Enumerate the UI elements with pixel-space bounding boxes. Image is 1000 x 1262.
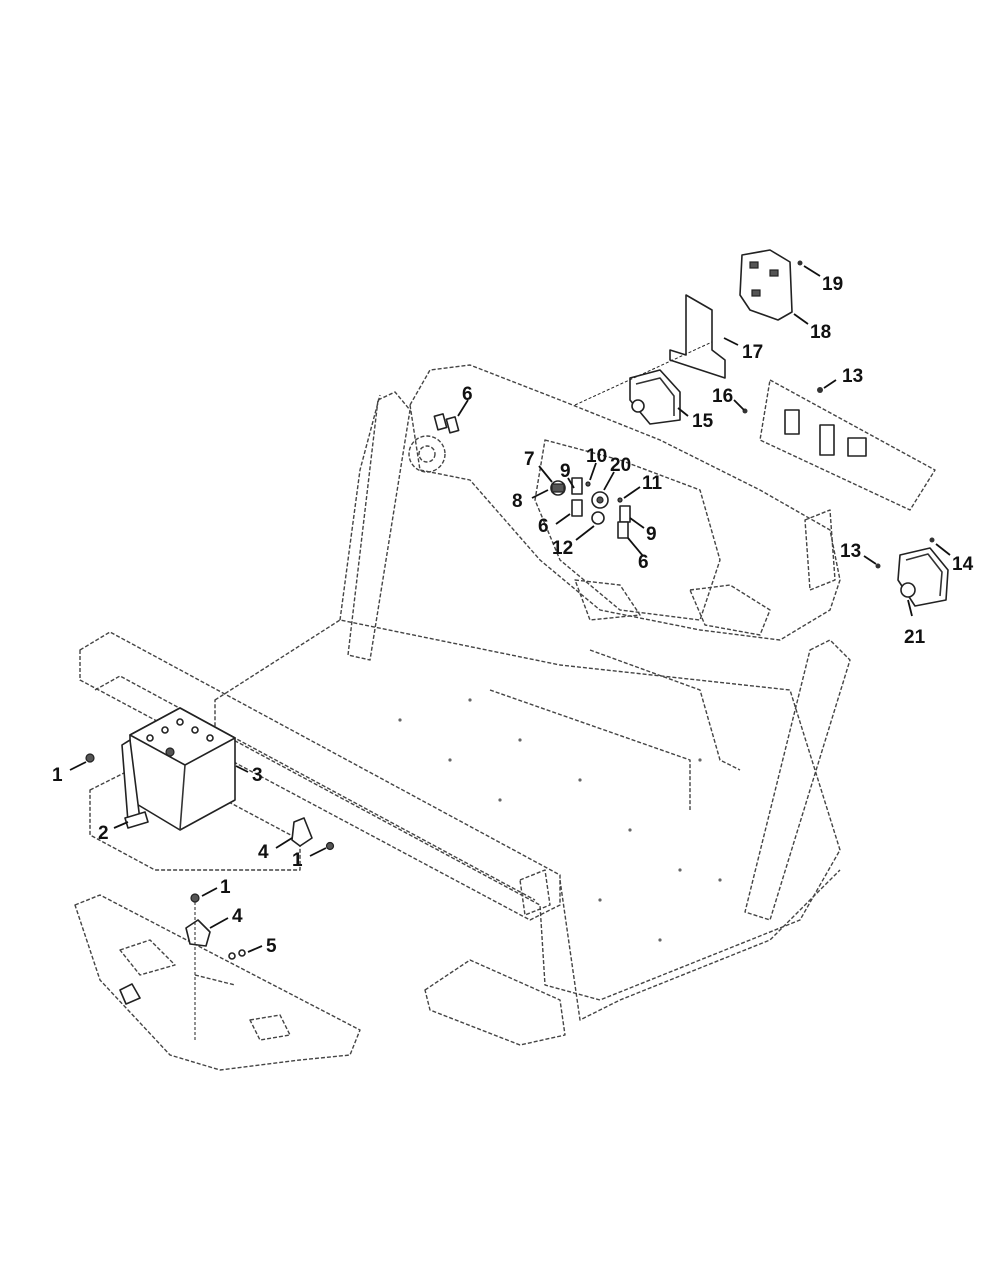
callout-1: 1 (292, 850, 303, 871)
callout-1: 1 (52, 765, 63, 786)
right-dash-panel (759, 379, 936, 511)
bracket-18 (739, 249, 793, 321)
callout-10: 10 (586, 446, 607, 467)
callout-6: 6 (538, 516, 549, 537)
callouts: 1 2 3 4 1 1 4 5 6 7 8 9 10 20 11 6 12 9 … (52, 274, 974, 957)
callout-1: 1 (220, 877, 231, 898)
headlight-right (897, 547, 949, 607)
callout-4: 4 (258, 842, 269, 863)
fasteners (85, 753, 335, 1040)
callout-20: 20 (610, 455, 631, 476)
battery-hold-down (121, 739, 149, 829)
callout-17: 17 (742, 342, 763, 363)
callout-18: 18 (810, 322, 831, 343)
callout-7: 7 (524, 449, 535, 470)
callout-15: 15 (692, 411, 714, 432)
headlight-left (629, 369, 681, 425)
callout-6: 6 (638, 552, 649, 573)
callout-19: 19 (822, 274, 843, 295)
callout-21: 21 (904, 627, 926, 648)
chassis-frame (79, 364, 851, 1046)
bracket-17 (669, 294, 726, 379)
callout-13: 13 (840, 541, 861, 562)
callout-13: 13 (842, 366, 863, 387)
callout-16: 16 (712, 386, 733, 407)
callout-9: 9 (646, 524, 657, 545)
callout-14: 14 (952, 554, 974, 575)
dash-switches (433, 413, 631, 539)
leader-lines (69, 265, 951, 953)
callout-11: 11 (642, 473, 663, 494)
callout-12: 12 (552, 538, 573, 559)
front-bumper (74, 894, 361, 1071)
callout-4: 4 (232, 906, 243, 927)
callout-3: 3 (252, 765, 263, 786)
callout-8: 8 (512, 491, 523, 512)
callout-2: 2 (98, 823, 109, 844)
callout-5: 5 (266, 936, 277, 957)
callout-9: 9 (560, 461, 571, 482)
callout-6: 6 (462, 384, 473, 405)
battery (129, 707, 236, 831)
